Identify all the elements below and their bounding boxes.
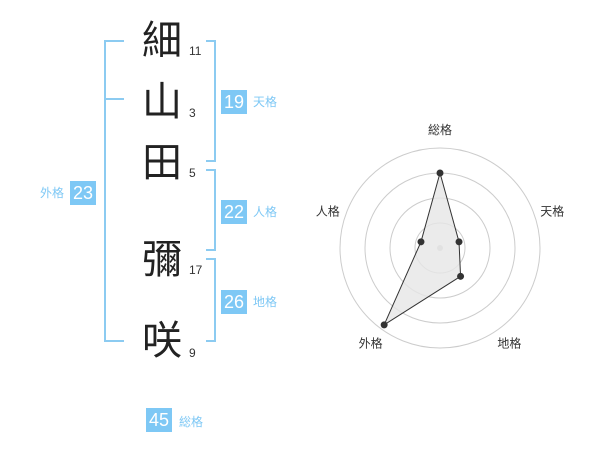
- name-char-1: 細: [142, 18, 182, 64]
- name-char-5: 咲: [142, 318, 182, 364]
- stroke-count-1: 11: [189, 44, 202, 58]
- radar-point-0: [436, 169, 444, 177]
- chikaku-bracket: [206, 258, 216, 342]
- radar-point-1: [455, 238, 463, 246]
- stroke-count-3: 5: [189, 166, 196, 180]
- tenkaku-label: 天格: [253, 95, 278, 109]
- chikaku-label: 地格: [253, 295, 278, 309]
- chikaku-value: 26: [221, 290, 248, 314]
- soukaku-label: 総格: [179, 415, 204, 429]
- gaikaku-bracket-tick: [104, 98, 124, 100]
- radar-point-2: [457, 272, 465, 280]
- gaikaku-label: 外格: [40, 186, 65, 200]
- radar-axis-label-3: 外格: [359, 335, 383, 350]
- radar-ring-4: [339, 147, 541, 349]
- tenkaku-value: 19: [221, 90, 248, 114]
- radar-axis-label-2: 地格: [497, 335, 521, 350]
- name-char-2: 山: [142, 79, 182, 125]
- tenkaku-bracket: [206, 40, 216, 162]
- name-char-4: 彌: [142, 237, 182, 283]
- radar-axis-label-1: 天格: [540, 204, 564, 219]
- gaikaku-bracket: [104, 40, 124, 342]
- radar-axis-label-4: 人格: [316, 204, 340, 219]
- radar-point-3: [380, 321, 388, 329]
- soukaku-value: 45: [146, 408, 173, 432]
- stroke-count-5: 9: [189, 346, 196, 360]
- radar-axis-label-0: 総格: [428, 122, 452, 137]
- jinkaku-value: 22: [221, 200, 248, 224]
- radar-point-4: [417, 238, 425, 246]
- gaikaku-value: 23: [70, 181, 97, 205]
- radar-area: [383, 171, 462, 327]
- jinkaku-bracket: [206, 169, 216, 251]
- stroke-count-2: 3: [189, 106, 196, 120]
- stroke-count-4: 17: [189, 263, 203, 277]
- jinkaku-label: 人格: [253, 205, 278, 219]
- name-char-3: 田: [142, 140, 182, 186]
